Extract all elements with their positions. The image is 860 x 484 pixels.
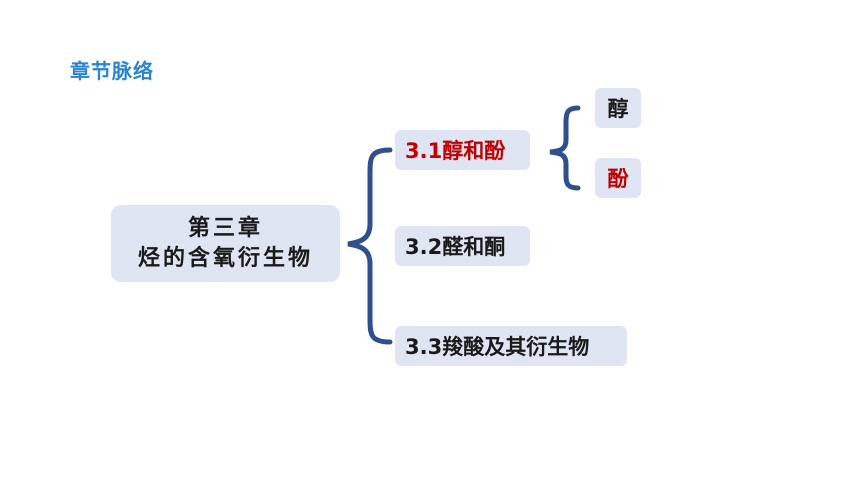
section-label: 3.3羧酸及其衍生物 (405, 335, 590, 359)
section-node-3-3: 3.3羧酸及其衍生物 (395, 326, 627, 366)
subsection-node-phenol: 酚 (595, 158, 641, 198)
section-label: 3.1醇和酚 (405, 139, 506, 163)
chapter-title: 烃的含氧衍生物 (137, 245, 313, 271)
subsection-label: 醇 (607, 97, 629, 121)
section-node-3-1: 3.1醇和酚 (395, 130, 530, 170)
section-label: 3.2醛和酮 (405, 235, 506, 259)
chapter-number: 第三章 (187, 215, 263, 241)
sub-brace (549, 105, 581, 191)
subsection-node-alcohol: 醇 (595, 88, 641, 128)
subsection-label: 酚 (607, 167, 629, 191)
main-brace (347, 147, 393, 345)
section-node-3-2: 3.2醛和酮 (395, 226, 530, 266)
page-title: 章节脉络 (70, 59, 154, 83)
chapter-node: 第三章 烃的含氧衍生物 (111, 205, 340, 282)
